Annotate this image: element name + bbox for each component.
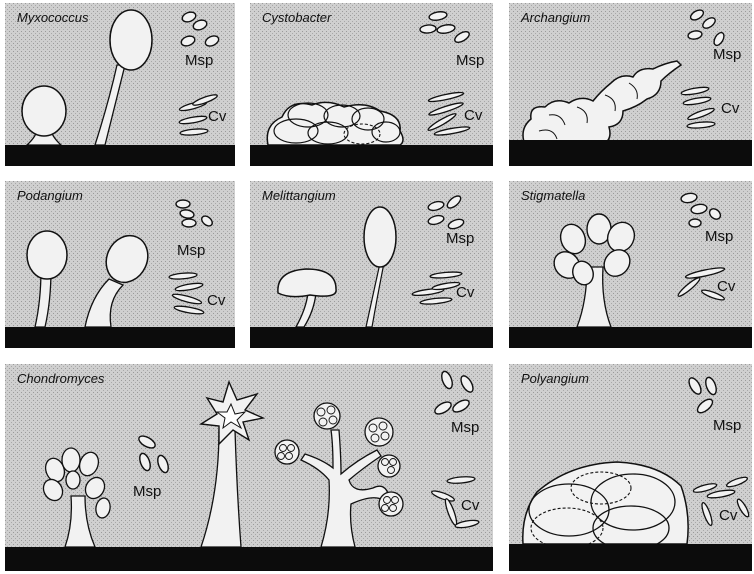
genus-label: Archangium — [521, 10, 590, 25]
panel-melittangium: Msp Cv Melittangium — [250, 181, 493, 348]
archangium-drawing: Msp Cv — [509, 3, 752, 166]
podangium-drawing: Msp Cv — [5, 181, 235, 348]
spore-label: Msp — [446, 230, 474, 247]
chondromyces-drawing: Msp Msp Cv — [5, 364, 493, 571]
stigmatella-drawing: Msp Cv — [509, 181, 752, 348]
panel-chondromyces: Msp Msp Cv C — [5, 364, 493, 571]
genus-label: Melittangium — [262, 188, 336, 203]
spore-label: Msp — [185, 52, 213, 69]
spore-label: Msp — [713, 46, 741, 63]
panel-cystobacter: Msp Cv Cystobacter — [250, 3, 493, 166]
cell-label: Cv — [461, 497, 480, 514]
cell-label: Cv — [456, 284, 475, 301]
panel-podangium: Msp Cv Podangium — [5, 181, 235, 348]
genus-label: Polyangium — [521, 371, 589, 386]
genus-label: Podangium — [17, 188, 83, 203]
melittangium-drawing: Msp Cv — [250, 181, 493, 348]
spore-label: Msp — [713, 417, 741, 434]
panel-stigmatella: Msp Cv Stigmatella — [509, 181, 752, 348]
myxococcus-drawing: Msp Cv — [5, 3, 235, 166]
polyangium-drawing: Msp Cv — [509, 364, 752, 571]
cell-label: Cv — [717, 278, 736, 295]
genus-label: Cystobacter — [262, 10, 331, 25]
cystobacter-drawing: Msp Cv — [250, 3, 493, 166]
cell-label: Cv — [721, 100, 740, 117]
cell-label: Cv — [208, 108, 227, 125]
cell-label: Cv — [719, 507, 738, 524]
spore-label-2: Msp — [451, 419, 479, 436]
panel-archangium: Msp Cv Archangium — [509, 3, 752, 166]
sporangium-shape — [22, 86, 66, 136]
spore-label: Msp — [177, 242, 205, 259]
panel-polyangium: Msp Cv Polyangium — [509, 364, 752, 571]
cell-label: Cv — [207, 292, 226, 309]
genus-label: Myxococcus — [17, 10, 89, 25]
genus-label: Chondromyces — [17, 371, 104, 386]
spore-label: Msp — [133, 483, 161, 500]
cell-label: Cv — [464, 107, 483, 124]
ground-bar — [5, 145, 235, 166]
genus-label: Stigmatella — [521, 188, 585, 203]
panel-myxococcus: Msp Cv Myxococcus — [5, 3, 235, 166]
spore-label: Msp — [456, 52, 484, 69]
spore-label: Msp — [705, 228, 733, 245]
